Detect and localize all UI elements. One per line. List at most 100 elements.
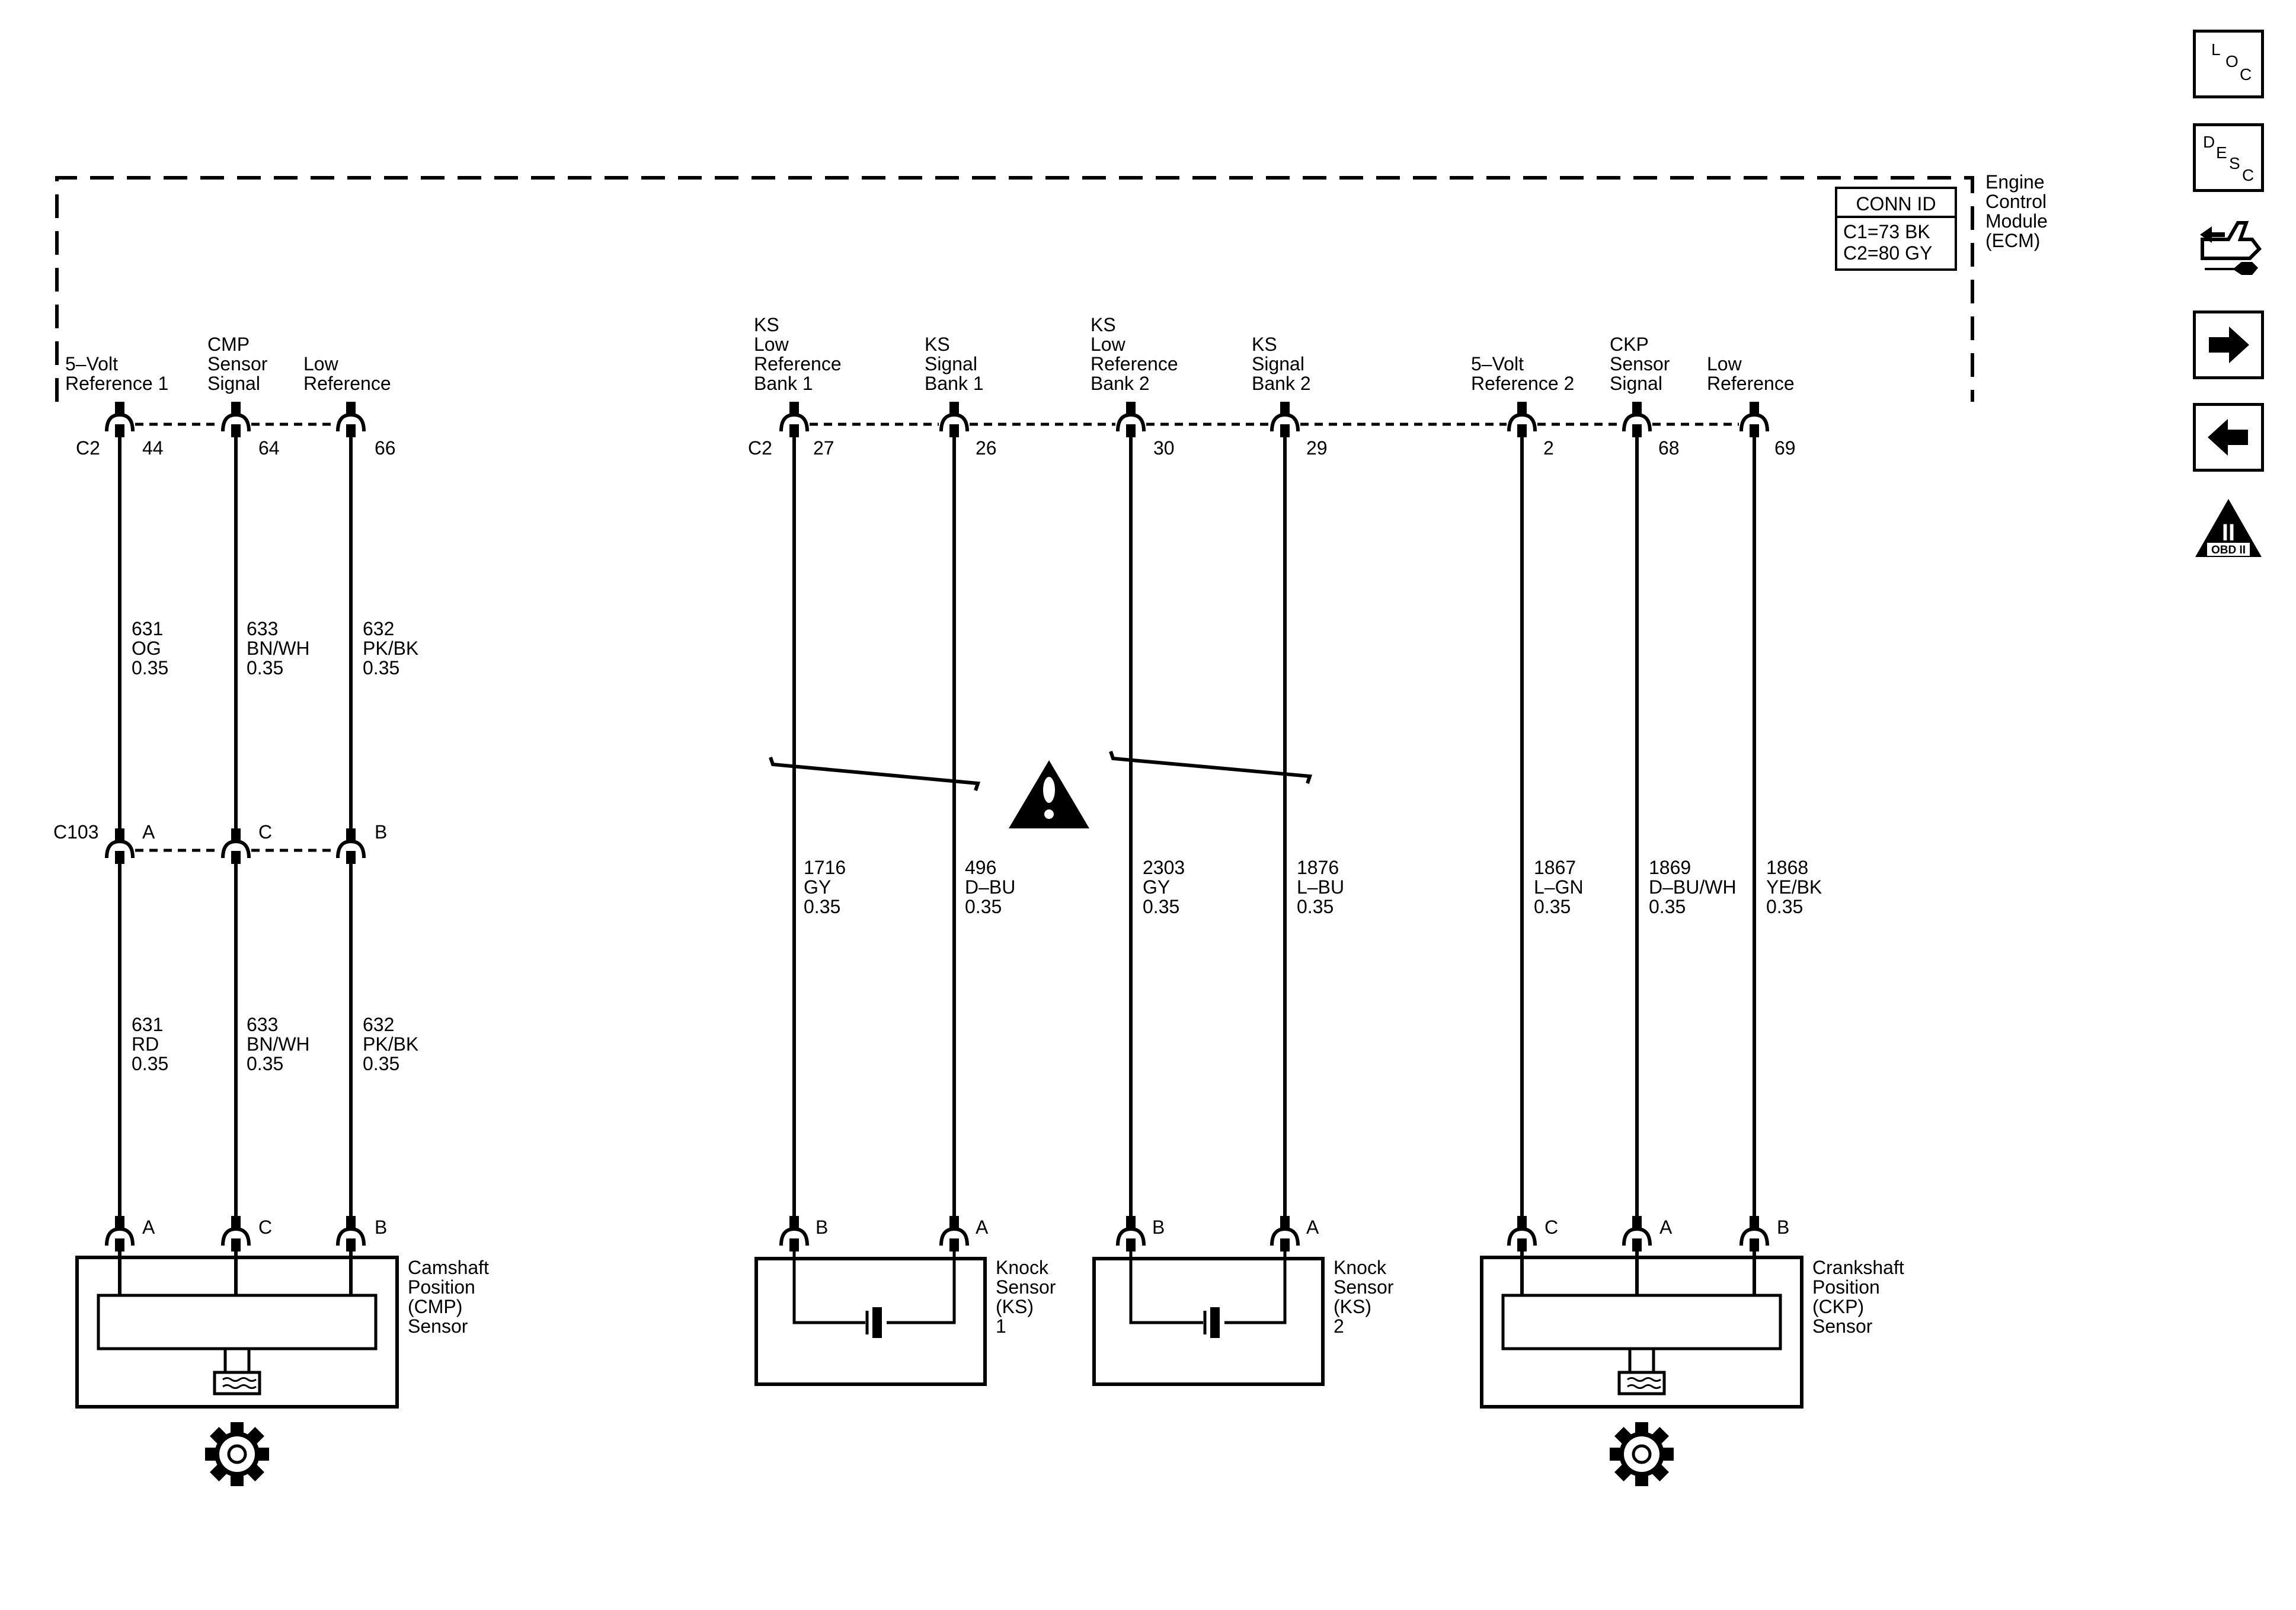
svg-text:0.35: 0.35 [132, 657, 168, 678]
c103-pin-label: B [375, 821, 387, 843]
svg-text:D–BU/WH: D–BU/WH [1649, 876, 1737, 898]
svg-text:Engine: Engine [1985, 171, 2045, 193]
svg-text:5–Volt: 5–Volt [1471, 353, 1524, 375]
svg-text:0.35: 0.35 [247, 657, 283, 678]
svg-text:(KS): (KS) [996, 1296, 1034, 1317]
obd-ii-icon: II OBD II [2195, 499, 2262, 557]
knock-sensor-1: Knock Sensor (KS) 1 [754, 1242, 1056, 1386]
wire-label-1869: 1869 D–BU/WH 0.35 [1649, 857, 1737, 917]
svg-text:Position: Position [408, 1276, 475, 1298]
svg-text:0.35: 0.35 [1534, 896, 1571, 917]
svg-text:Crankshaft: Crankshaft [1812, 1257, 1904, 1278]
wire-label-1868: 1868 YE/BK 0.35 [1766, 857, 1822, 917]
svg-text:2303: 2303 [1143, 857, 1185, 878]
svg-text:1869: 1869 [1649, 857, 1691, 878]
svg-text:Signal: Signal [1610, 373, 1662, 394]
gear-icon [1610, 1422, 1674, 1486]
wire-label-631-rd: 631 RD 0.35 [132, 1014, 168, 1074]
gear-icon [205, 1422, 269, 1486]
component-pin-label: C [258, 1217, 272, 1238]
svg-text:BN/WH: BN/WH [247, 1033, 310, 1055]
ecm-pin-label-2: 5–Volt Reference 2 [1471, 353, 1574, 394]
svg-text:Sensor: Sensor [1334, 1276, 1394, 1298]
ecm-pin-label-30: KS Low Reference Bank 2 [1091, 314, 1178, 394]
ecm-pin-label-29: KS Signal Bank 2 [1252, 334, 1311, 394]
svg-text:C: C [2242, 166, 2254, 184]
svg-text:0.35: 0.35 [965, 896, 1002, 917]
svg-text:Module: Module [1985, 210, 2048, 232]
svg-text:0.35: 0.35 [363, 1053, 399, 1074]
svg-text:1868: 1868 [1766, 857, 1808, 878]
ecm-pin-label-69: Low Reference [1707, 353, 1795, 394]
ecm-pin-label-66: Low Reference [303, 353, 391, 394]
component-pin-label: B [1152, 1217, 1165, 1238]
svg-text:Bank 2: Bank 2 [1252, 373, 1311, 394]
desc-icon: D E S C [2203, 133, 2254, 184]
svg-text:L–BU: L–BU [1297, 876, 1344, 898]
repair-info-button[interactable] [2193, 209, 2264, 286]
svg-text:Camshaft: Camshaft [408, 1257, 489, 1278]
svg-text:496: 496 [965, 857, 996, 878]
component-pin-label: B [375, 1217, 387, 1238]
twisted-pair-mark-bank2 [1109, 751, 1313, 784]
arrow-right-icon [2209, 327, 2249, 363]
svg-text:0.35: 0.35 [1649, 896, 1686, 917]
svg-text:II: II [2222, 520, 2235, 546]
wire-label-1876: 1876 L–BU 0.35 [1297, 857, 1344, 917]
c103-pin-label: C [258, 821, 272, 843]
svg-text:632: 632 [363, 618, 394, 639]
svg-text:Sensor: Sensor [996, 1276, 1056, 1298]
svg-text:633: 633 [247, 1014, 278, 1035]
arrow-left-icon [2208, 419, 2248, 456]
conn-id-title: CONN ID [1856, 193, 1936, 215]
ecm-pin-label-27: KS Low Reference Bank 1 [754, 314, 842, 394]
conn-id-c1: C1=73 BK [1843, 221, 1930, 242]
wire-label-633-lower: 633 BN/WH 0.35 [247, 1014, 310, 1074]
svg-text:Reference: Reference [754, 353, 842, 375]
svg-text:Low: Low [754, 334, 789, 355]
component-pin-label: B [1777, 1217, 1789, 1238]
wire-label-631-og: 631 OG 0.35 [132, 618, 168, 678]
svg-text:YE/BK: YE/BK [1766, 876, 1822, 898]
previous-page-button[interactable] [2193, 403, 2264, 472]
svg-text:633: 633 [247, 618, 278, 639]
svg-text:Low: Low [1707, 353, 1742, 375]
twisted-pair-mark-bank1 [769, 757, 981, 791]
svg-text:Low: Low [303, 353, 339, 375]
svg-text:RD: RD [132, 1033, 159, 1055]
svg-text:S: S [2229, 154, 2240, 172]
svg-text:0.35: 0.35 [1143, 896, 1179, 917]
svg-text:(ECM): (ECM) [1985, 230, 2040, 251]
location-view-button[interactable]: L O C [2193, 30, 2264, 98]
svg-text:1716: 1716 [804, 857, 846, 878]
svg-text:PK/BK: PK/BK [363, 1033, 418, 1055]
wire-label-632-lower: 632 PK/BK 0.35 [363, 1014, 418, 1074]
svg-text:E: E [2216, 143, 2227, 162]
svg-text:Control: Control [1985, 191, 2046, 212]
svg-text:Knock: Knock [1334, 1257, 1387, 1278]
svg-text:Sensor: Sensor [408, 1315, 468, 1337]
ecm-pin-number: 68 [1658, 437, 1680, 459]
svg-text:Reference 1: Reference 1 [65, 373, 168, 394]
next-page-button[interactable] [2193, 311, 2264, 379]
wire-label-2303: 2303 GY 0.35 [1143, 857, 1185, 917]
svg-text:OBD II: OBD II [2211, 544, 2246, 556]
hand-wrench-icon [2200, 221, 2262, 275]
wire-label-632-upper: 632 PK/BK 0.35 [363, 618, 418, 678]
svg-text:D–BU: D–BU [965, 876, 1015, 898]
svg-text:Low: Low [1091, 334, 1126, 355]
ecm-pin-number: 29 [1306, 437, 1328, 459]
svg-text:2: 2 [1334, 1315, 1344, 1337]
ecm-pin-label-68: CKP Sensor Signal [1610, 334, 1670, 394]
svg-text:0.35: 0.35 [1297, 896, 1334, 917]
svg-text:5–Volt: 5–Volt [65, 353, 118, 375]
svg-text:Reference: Reference [1707, 373, 1795, 394]
svg-text:(CMP): (CMP) [408, 1296, 462, 1317]
description-view-button[interactable]: D E S C [2193, 123, 2264, 192]
wire-label-1716: 1716 GY 0.35 [804, 857, 846, 917]
ecm-boundary [55, 176, 1974, 402]
loc-icon: L O C [2211, 40, 2252, 84]
svg-text:Signal: Signal [207, 373, 260, 394]
cmp-sensor-name: Camshaft Position (CMP) Sensor [408, 1257, 489, 1337]
obd-ii-button[interactable]: II OBD II [2193, 491, 2264, 568]
